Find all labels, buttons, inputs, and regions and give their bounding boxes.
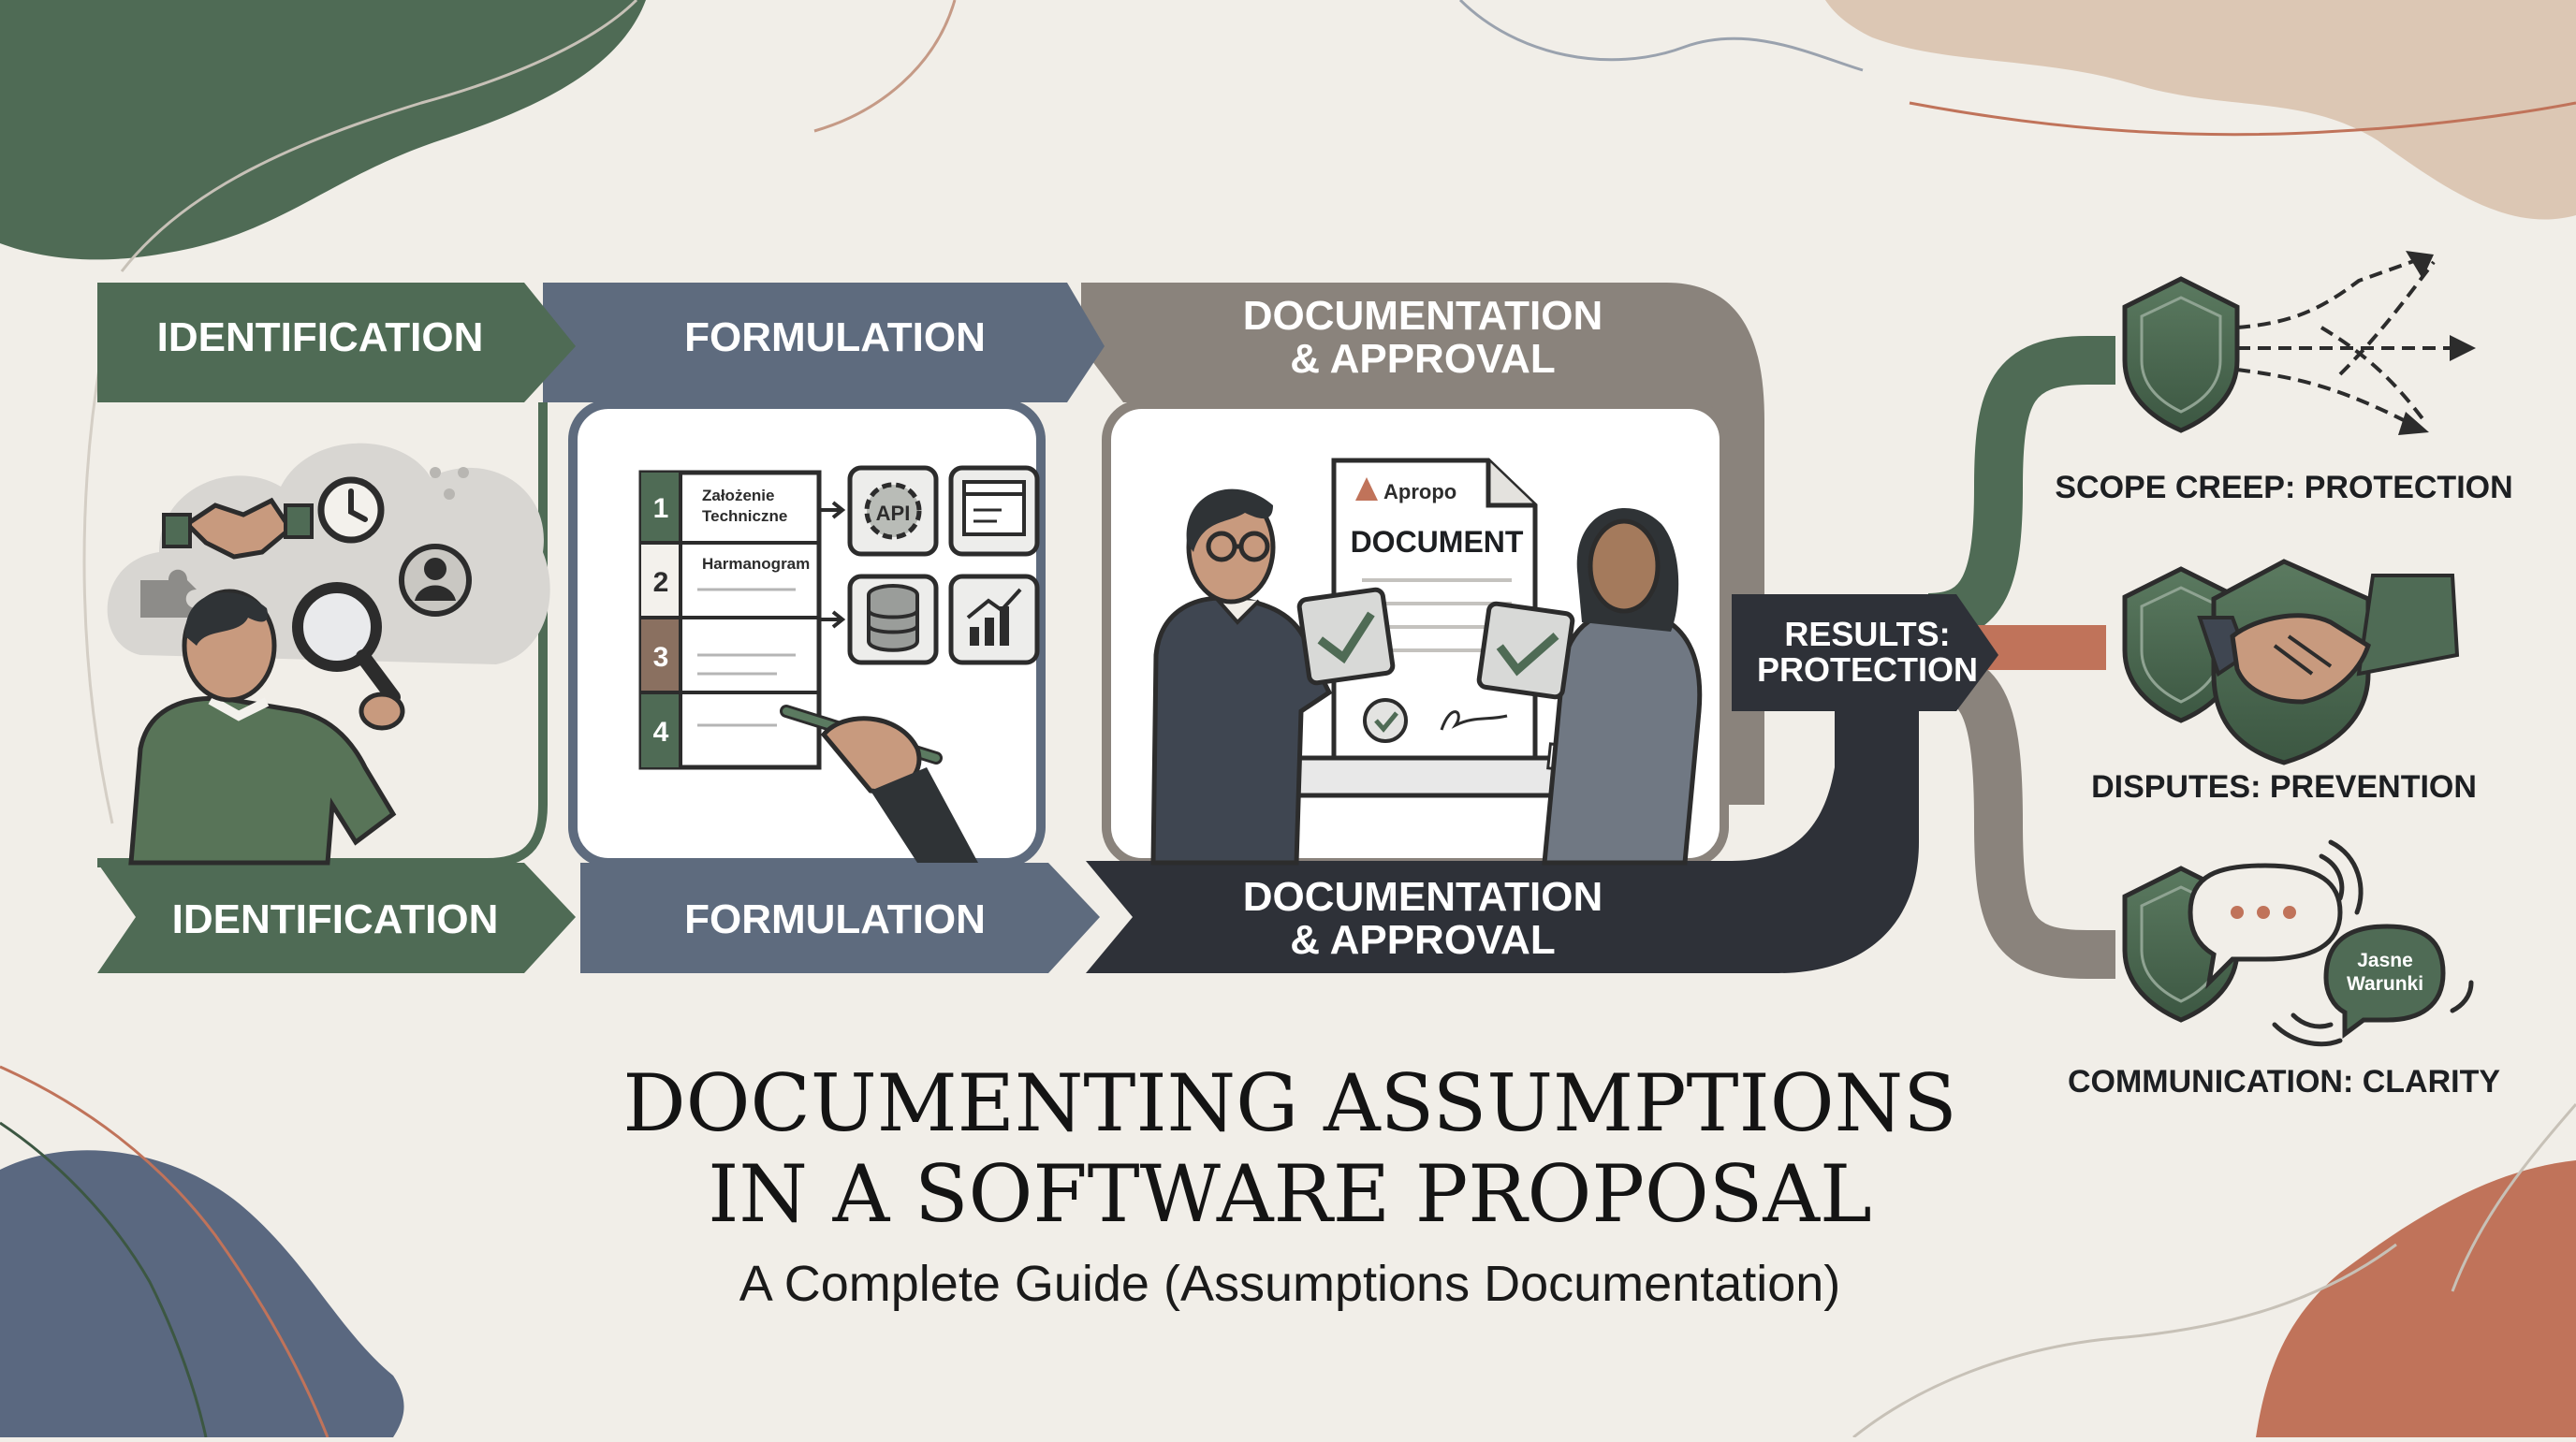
handshake-icon <box>2197 574 2460 705</box>
list-num-3: 3 <box>653 642 669 673</box>
results-label-1: RESULTS: <box>1784 615 1950 653</box>
blob-bottom-right <box>2256 1160 2576 1437</box>
database-icon <box>847 574 939 665</box>
stage-identification-panel-border <box>97 402 548 867</box>
branch-top <box>1926 336 2115 642</box>
man-hair <box>1186 488 1273 552</box>
blob-top-right <box>1825 0 2576 220</box>
checkmark-card-left-icon <box>1296 587 1396 686</box>
outcome-label-communication: COMMUNICATION: CLARITY <box>2068 1064 2500 1100</box>
decor-line-1 <box>813 0 957 133</box>
handshake-icon <box>162 497 314 560</box>
list-num-2: 2 <box>653 567 669 598</box>
checkmark-card-right-icon <box>1476 601 1575 700</box>
browser-window-icon <box>948 465 1040 557</box>
clear-terms-line2: Warunki <box>2347 973 2423 995</box>
stage-identification-bottom-band <box>97 863 576 973</box>
user-icon <box>399 544 472 617</box>
speech-bubble-icon <box>2188 863 2343 990</box>
list-num-2-bg <box>641 543 681 618</box>
clock-icon <box>317 476 385 544</box>
results-branches <box>1732 336 2115 979</box>
person-hair <box>184 592 268 646</box>
person-body <box>128 696 397 866</box>
outcome-label-scope-creep: SCOPE CREEP: PROTECTION <box>2055 470 2512 505</box>
stage-formulation-top-band <box>543 283 1105 402</box>
results-hub <box>1732 594 1998 711</box>
documentation-illustration: Apropo DOCUMENT <box>1150 458 1703 866</box>
puzzle-icon <box>140 569 197 618</box>
magnifier-icon <box>292 582 405 731</box>
subtitle: A Complete Guide (Assumptions Documentat… <box>739 1256 1841 1312</box>
list-item-1-line2: Techniczne <box>702 507 787 525</box>
list-item-1-line1: Założenie <box>702 487 774 504</box>
label-identification-top: IDENTIFICATION <box>157 314 484 360</box>
branch-bottom <box>1926 649 2115 979</box>
dots-icon <box>430 467 469 500</box>
label-identification-bottom: IDENTIFICATION <box>172 896 499 942</box>
outcome-label-disputes: DISPUTES: PREVENTION <box>2091 769 2477 805</box>
label-documentation-bottom-1: DOCUMENTATION <box>1243 874 1603 920</box>
bar-chart-icon <box>948 574 1040 665</box>
label-formulation-top: FORMULATION <box>684 314 986 360</box>
stage-identification <box>97 283 576 973</box>
decor-line-5 <box>0 1065 329 1438</box>
outcome-disputes <box>2122 559 2460 765</box>
list-num-3-bg <box>641 618 681 692</box>
label-documentation-top-1: DOCUMENTATION <box>1243 293 1603 339</box>
list-num-1: 1 <box>653 493 669 524</box>
list-num-4-bg <box>641 692 681 767</box>
sound-waves-icon <box>2272 839 2474 1047</box>
apropo-logo-icon <box>1355 477 1378 501</box>
decor-line-6 <box>0 1121 208 1438</box>
identification-illustration <box>107 443 550 866</box>
decor-line-3 <box>1909 101 2576 137</box>
decor-line-8 <box>2451 1103 2576 1292</box>
blob-bottom-left <box>0 1150 404 1437</box>
results-label-2: PROTECTION <box>1757 650 1978 689</box>
outcome-communication: Jasne Warunki <box>2122 839 2474 1047</box>
scattered-arrows-icon <box>2236 255 2457 428</box>
decor-line-4 <box>120 0 638 272</box>
label-formulation-bottom: FORMULATION <box>684 896 986 942</box>
blob-top-left <box>0 0 646 260</box>
decor-line-7 <box>1852 1243 2397 1439</box>
decor-line-2 <box>1458 0 1864 72</box>
api-gear-icon: API <box>847 465 939 557</box>
stage-formulation-bottom-band <box>580 863 1100 973</box>
list-item-2-line1: Harmanogram <box>702 555 810 573</box>
arrow-icon-2 <box>819 610 846 629</box>
approved-seal-icon <box>1363 698 1408 743</box>
api-label: API <box>876 502 911 525</box>
stage-identification-top-band <box>97 283 576 402</box>
signing-hand-icon <box>780 705 978 863</box>
document-title: DOCUMENT <box>1351 525 1524 559</box>
signature-icon <box>1440 710 1508 731</box>
stage-documentation-bottom-band <box>1086 599 1919 973</box>
title-line-2: IN A SOFTWARE PROPOSAL <box>708 1148 1872 1240</box>
list-num-4: 4 <box>653 717 669 748</box>
clear-terms-line1: Jasne <box>2357 950 2413 971</box>
label-documentation-top-2: & APPROVAL <box>1290 336 1556 382</box>
clear-terms-bubble-icon: Jasne Warunki <box>2323 924 2446 1039</box>
list-num-1-bg <box>641 473 681 543</box>
formulation-illustration: 1 2 3 4 Założenie Techniczne Harmanogram… <box>638 465 1040 863</box>
arrow-icon-1 <box>819 501 846 519</box>
label-documentation-bottom-2: & APPROVAL <box>1290 917 1556 963</box>
document-brand: Apropo <box>1383 480 1456 503</box>
outcome-scope-creep <box>2122 251 2476 435</box>
glasses-icon <box>1206 531 1270 562</box>
title-line-1: DOCUMENTING ASSUMPTIONS <box>622 1057 1956 1149</box>
woman-head <box>1588 518 1661 614</box>
person-collar <box>208 695 270 721</box>
